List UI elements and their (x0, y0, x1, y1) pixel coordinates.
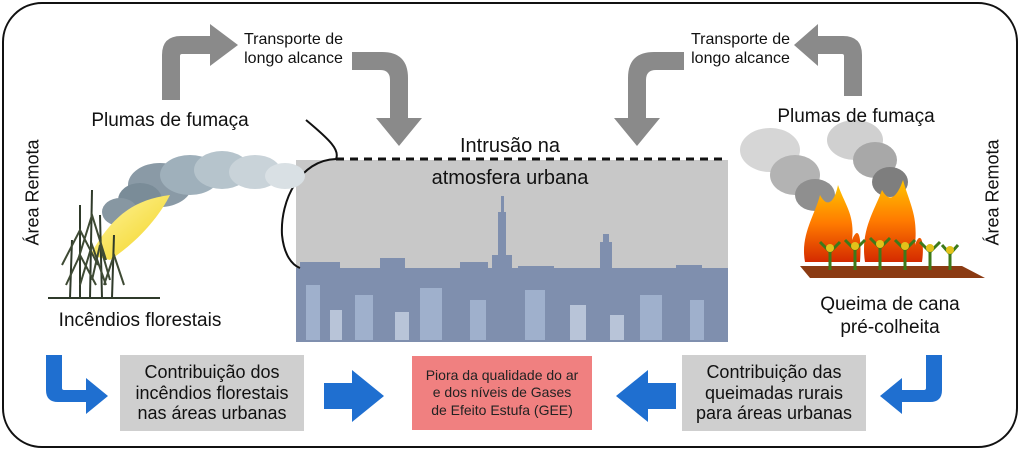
forest-fires-label: Incêndios florestais (58, 310, 222, 331)
intrusion-title-line2: atmosfera urbana (431, 167, 589, 189)
gray-arrow-left-up (162, 24, 238, 100)
blue-arrow-left-corner (46, 355, 108, 414)
left-remote-area-label: Área Remota (22, 139, 43, 246)
right-transport-label: Transporte de longo alcance (690, 31, 790, 68)
right-remote-area-label: Área Remota (982, 139, 1003, 246)
blue-arrows (46, 355, 942, 422)
left-transport-label: Transporte de longo alcance (243, 31, 343, 68)
blue-arrow-right-corner (880, 355, 942, 414)
gray-arrow-left-down (352, 52, 422, 146)
gray-arrow-right-down (614, 52, 684, 146)
sugarcane-burning-label: Queima de cana pré-colheita (820, 294, 960, 338)
gray-transport-arrows (162, 24, 862, 146)
right-smoke-plume (740, 120, 908, 211)
right-contribution-box: Contribuição das queimadas rurais para á… (682, 355, 866, 431)
air-quality-impact-box: Piora da qualidade do ar e dos níveis de… (412, 356, 592, 430)
gray-arrow-right-up (794, 24, 862, 96)
city-panel (296, 160, 728, 342)
right-plumes-label: Plumas de fumaça (777, 106, 935, 127)
blue-arrow-right-to-center (616, 370, 676, 422)
left-contribution-box: Contribuição dos incêndios florestais na… (120, 355, 304, 431)
left-forest-trees (48, 189, 160, 299)
left-plumes-label: Plumas de fumaça (91, 110, 249, 131)
diagram-frame (2, 2, 1018, 448)
blue-arrow-left-to-center (324, 370, 384, 422)
sugarcane-fire (800, 180, 985, 278)
left-smoke-plume (90, 151, 305, 260)
intrusion-title-line1: Intrusão na (459, 135, 561, 157)
